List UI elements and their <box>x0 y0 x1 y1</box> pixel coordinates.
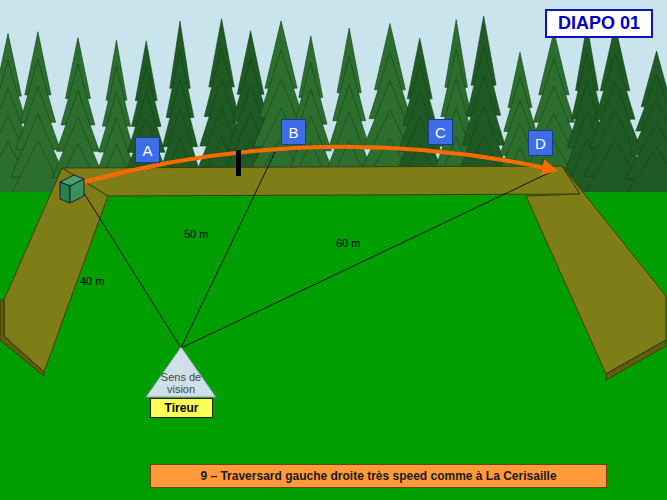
target-position: B <box>281 119 306 145</box>
node-label: C <box>435 124 446 141</box>
node-label: Sens de vision <box>155 371 207 395</box>
target-position: C <box>428 119 453 145</box>
slide-title: DIAPO 01 <box>545 9 653 38</box>
distance-label: 40 m <box>80 275 104 287</box>
node-label: Tireur <box>165 401 199 415</box>
trap-launcher <box>60 175 84 203</box>
distance-label: 50 m <box>184 228 208 240</box>
node-label: B <box>288 124 298 141</box>
sky <box>0 0 667 200</box>
forest <box>0 16 667 205</box>
triangle-shape <box>146 347 216 397</box>
target-position: A <box>135 137 160 163</box>
post <box>236 150 241 176</box>
caption-bar: 9 – Traversard gauche droite très speed … <box>150 464 607 488</box>
vision-triangle: Sens de vision <box>145 346 217 398</box>
berm <box>0 166 666 380</box>
node-label: A <box>142 142 152 159</box>
node-label: D <box>535 135 546 152</box>
shooter-box: Tireur <box>150 398 213 418</box>
distance-lines <box>82 152 553 348</box>
distance-label: 60 m <box>336 237 360 249</box>
target-position: D <box>528 130 553 156</box>
